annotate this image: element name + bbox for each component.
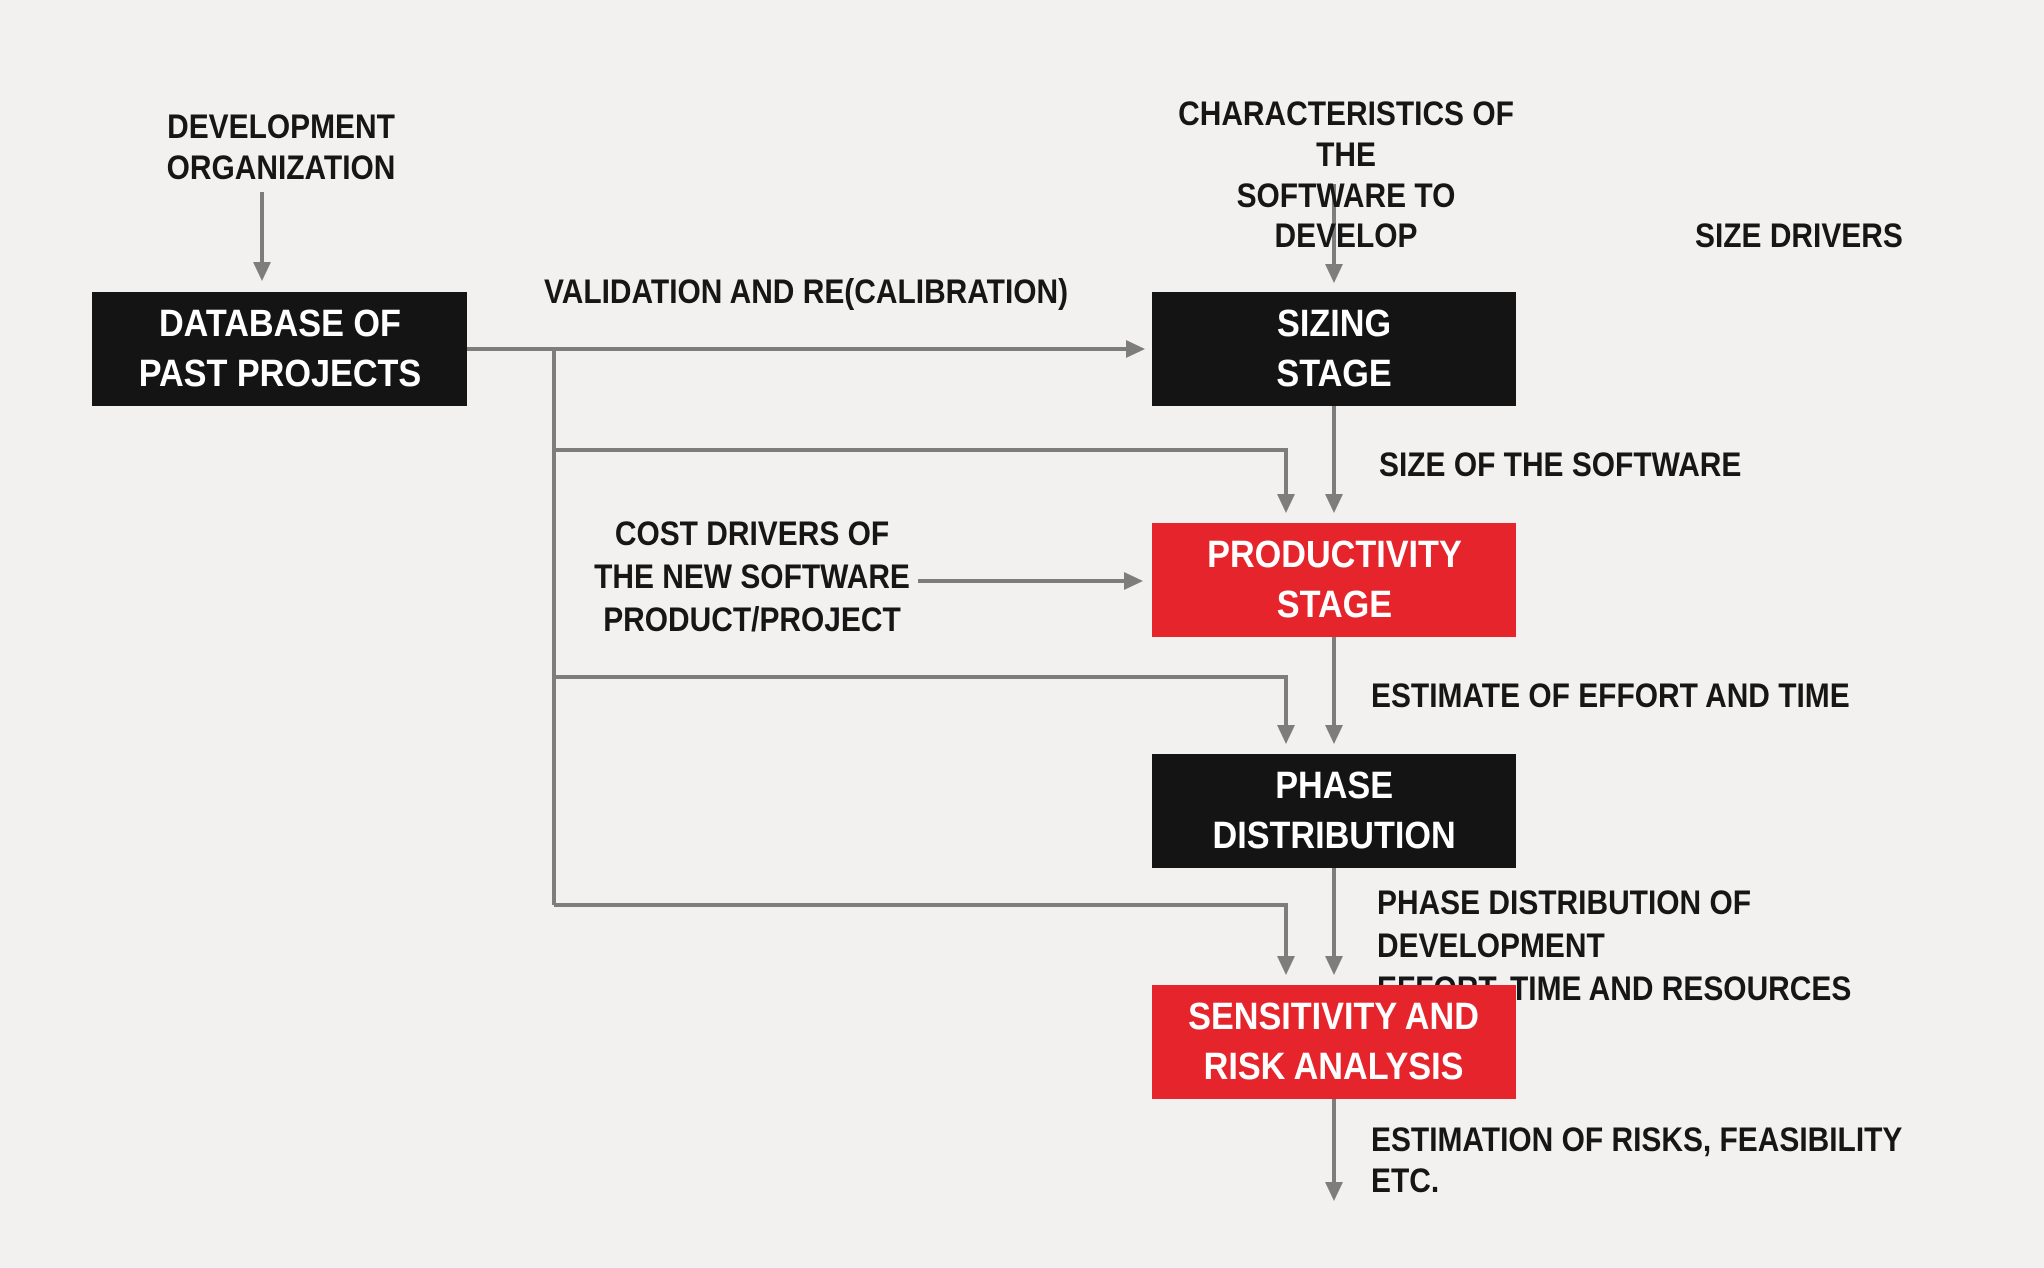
stage-box-label: DATABASE OF PAST PROJECTS (138, 302, 421, 395)
stage-box-sizing-stage: SIZING STAGE (1152, 292, 1516, 406)
stage-box-label: PHASE DISTRIBUTION (1212, 764, 1456, 857)
branch-arrow-to-phase (554, 675, 1295, 744)
label-development-organization: DEVELOPMENT ORGANIZATION (166, 108, 396, 187)
branch-arrow-to-sensitivity (554, 903, 1295, 975)
stage-box-sensitivity-risk-analysis: SENSITIVITY AND RISK ANALYSIS (1152, 985, 1516, 1099)
stage-box-label: SIZING STAGE (1276, 302, 1392, 395)
stage-box-label: SENSITIVITY AND RISK ANALYSIS (1188, 995, 1480, 1088)
branch-arrow-to-productivity (554, 448, 1295, 513)
label-characteristics-of-software: CHARACTERISTICS OF THE SOFTWARE TO DEVEL… (1178, 95, 1514, 256)
stage-box-phase-distribution: PHASE DISTRIBUTION (1152, 754, 1516, 868)
label-estimation-risks-feasibility: ESTIMATION OF RISKS, FEASIBILITY ETC. (1371, 1121, 1902, 1200)
label-size-of-software: SIZE OF THE SOFTWARE (1379, 446, 1742, 484)
stage-box-productivity-stage: PRODUCTIVITY STAGE (1152, 523, 1516, 637)
label-size-drivers: SIZE DRIVERS (1695, 217, 1903, 255)
stage-box-label: PRODUCTIVITY STAGE (1206, 533, 1462, 626)
label-validation-recalibration: VALIDATION AND RE(CALIBRATION) (544, 273, 1069, 311)
stage-box-database-of-past-projects: DATABASE OF PAST PROJECTS (92, 292, 467, 406)
label-cost-drivers: COST DRIVERS OF THE NEW SOFTWARE PRODUCT… (594, 515, 910, 639)
label-estimate-effort-time: ESTIMATE OF EFFORT AND TIME (1371, 677, 1850, 715)
